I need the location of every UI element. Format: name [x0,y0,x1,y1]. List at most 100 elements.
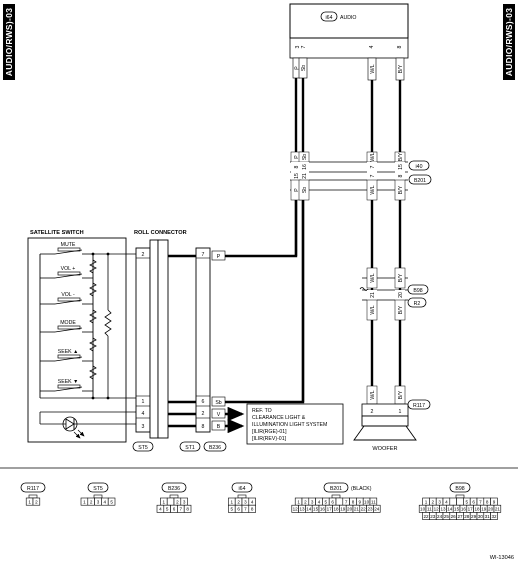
satellite-switch: SATELLITE SWITCH MUTE VOL + VOL - MODE [27,230,136,443]
legend-pin: 8 [186,507,189,512]
legend-pin: 20 [488,507,494,512]
illumination-led-icon [39,411,136,439]
switch-mode: MODE [40,320,93,333]
legend-label-r117: R117 [27,486,39,492]
legend-pin: 30 [478,514,484,519]
svg-text:SEEK ▲: SEEK ▲ [58,349,78,355]
svg-text:SEEK ▼: SEEK ▼ [58,379,78,385]
switch-seek-down: SEEK ▼ [40,379,93,392]
legend-pin: 12 [434,507,440,512]
svg-text:ILLUMINATION LIGHT SYSTEM: ILLUMINATION LIGHT SYSTEM [252,422,327,428]
legend-label-b201: B201 [330,486,342,492]
main-wires [294,58,402,404]
legend-pin: 31 [485,514,491,519]
legend-label-b236: B236 [168,486,180,492]
legend-pin: 7 [180,507,183,512]
svg-text:B/Y: B/Y [398,185,404,194]
legend-pin: 2 [35,499,38,504]
svg-text:W/L: W/L [370,185,376,194]
legend-pin: 26 [451,514,457,519]
roll-left-pin-4: 4 [142,411,145,417]
legend-pin: 4 [159,507,162,512]
legend-pin: 1 [231,499,234,504]
svg-text:B/Y: B/Y [398,273,404,282]
connector-tag-b236 [203,441,227,452]
svg-text:Sb: Sb [302,187,308,193]
wire-color-labels-top: P Sb W/L B/Y [292,57,405,81]
legend-pin: 7 [479,499,482,504]
legend-pin: 27 [457,514,463,519]
switch-vol-down: VOL - [40,292,93,305]
svg-text:B/Y: B/Y [398,64,404,73]
r117-pin-2: 2 [371,409,374,415]
legend-pin: 9 [493,499,496,504]
legend-pin: 2 [304,499,307,504]
svg-text:Sb: Sb [301,65,307,71]
resistor-ladder [89,259,112,380]
r117-pin-1: 1 [399,409,402,415]
legend-pin: 19 [340,507,346,512]
legend-pin: 1 [425,499,428,504]
svg-text:V: V [217,412,221,418]
legend-pin: 1 [163,499,166,504]
legend-label-st5: ST5 [93,486,103,492]
legend-pin: 9 [359,499,362,504]
legend-pin: 23 [430,514,436,519]
legend-pin: 4 [104,499,107,504]
legend-pin: 16 [461,507,467,512]
legend-pin: 22 [423,514,429,519]
legend-pin: 3 [244,499,247,504]
roll-right-pin-6: 6 [202,399,205,405]
legend-pin: 2 [432,499,435,504]
legend-pin: 8 [352,499,355,504]
legend-pin: 21 [495,507,501,512]
roll-left-pin-2: 2 [142,252,145,258]
b201-pin-8: 8 [398,174,404,177]
svg-text:P: P [295,66,301,70]
woofer-connector: W/L B/Y 2 1 R117 [361,385,431,417]
legend-pin: 5 [231,507,234,512]
connector-tag-b201 [408,174,432,185]
switch-seek-up: SEEK ▲ [40,349,93,362]
legend-pin: 13 [440,507,446,512]
legend-pin: 6 [472,499,475,504]
legend-pin: 22 [361,507,367,512]
legend-pin: 11 [371,499,376,504]
legend-pin: 18 [333,507,339,512]
svg-text:W/L: W/L [370,273,376,282]
legend-pin: 21 [354,507,360,512]
audio-pin-8: 8 [397,45,403,48]
legend-pin: 8 [251,507,254,512]
legend-pin: 6 [331,499,334,504]
legend-pin: 2 [237,499,240,504]
legend-pin: 7 [345,499,348,504]
legend-pin: 14 [447,507,453,512]
roll-connector-title: ROLL CONNECTOR [134,230,187,236]
i40-pin-16: 16 [302,164,308,170]
legend-pin: 13 [299,507,305,512]
legend-pin: 7 [244,507,247,512]
connector-tag-b98 [407,284,429,295]
connector-tag-i40 [408,160,430,171]
roll-right-pin-2: 2 [202,411,205,417]
audio-connector-id [320,11,338,22]
legend-pin: 17 [468,507,474,512]
svg-text:W/L: W/L [370,64,376,73]
svg-text:B236: B236 [209,445,221,451]
legend-pin: 3 [311,499,314,504]
legend-pin: 6 [237,507,240,512]
audio-pin-4: 4 [369,45,375,48]
svg-text:R117: R117 [413,403,425,409]
switch-mute: MUTE [40,242,93,255]
svg-text:VOL -: VOL - [61,292,75,298]
legend-pin: 1 [297,499,300,504]
svg-text:B/Y: B/Y [398,390,404,399]
woofer-label: WOOFER [372,446,397,452]
audio-pin-3: 3 [295,45,301,48]
legend-pin: 20 [347,507,353,512]
roll-connector: ROLL CONNECTOR 2 1 4 3 7 6 2 8 P Sb V B [132,230,245,452]
svg-text:ST5: ST5 [138,445,148,451]
connector-tag-st5 [132,441,154,452]
